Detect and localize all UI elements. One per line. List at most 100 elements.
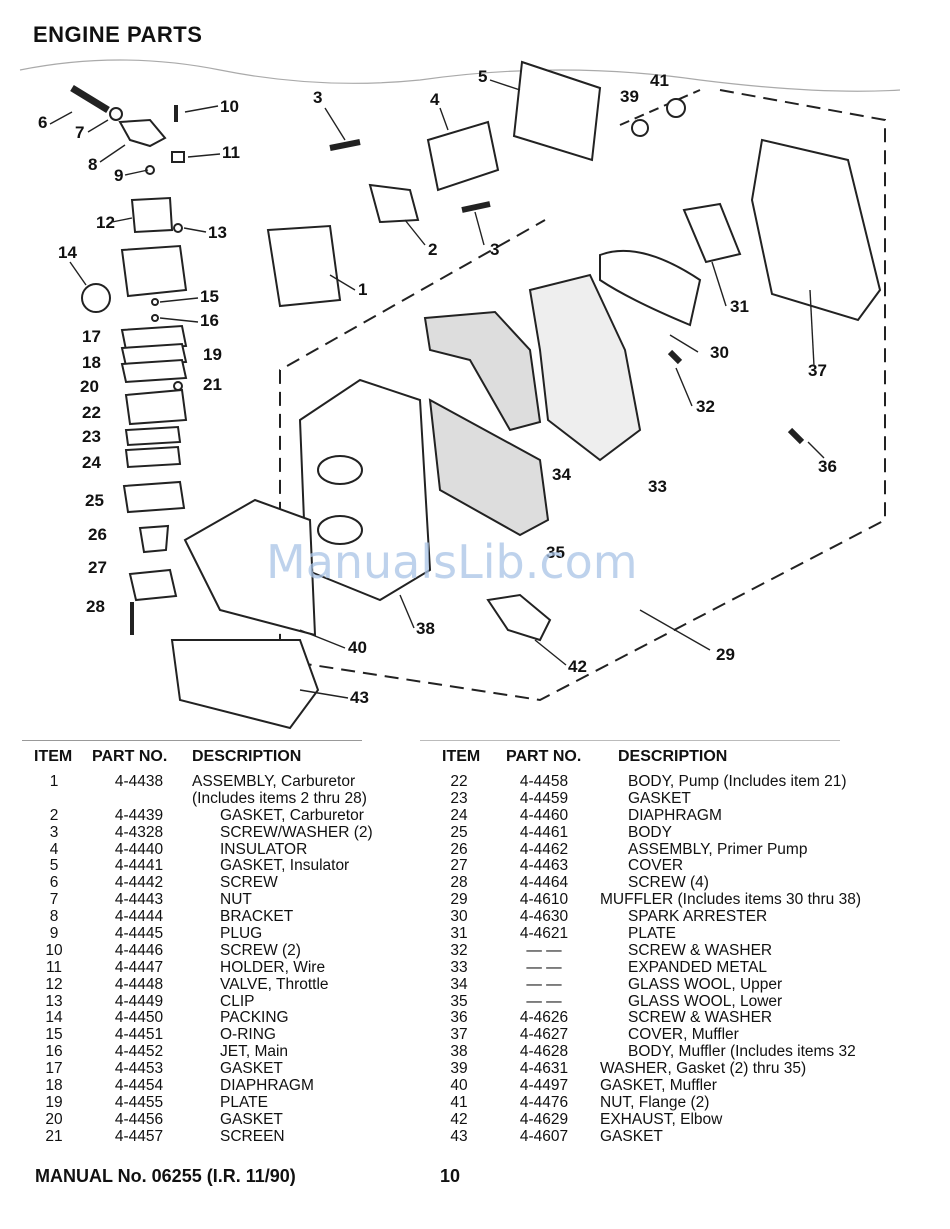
part-number-cell: 4-4476 — [519, 1093, 569, 1111]
part-number-cell: 4-4610 — [519, 891, 569, 909]
svg-text:11: 11 — [222, 143, 240, 162]
svg-text:20: 20 — [80, 377, 99, 396]
diagram-svg: 1 2 3 3 4 5 6 7 8 9 10 11 12 13 14 15 16… — [19, 59, 901, 730]
description-cell: GASKET, Insulator — [220, 857, 350, 875]
part-number-cell: 4-4461 — [519, 823, 569, 841]
description-cell: O-RING — [220, 1026, 276, 1044]
item-cell — [22, 791, 86, 808]
description-cell: SCREW (2) — [220, 941, 301, 959]
svg-text:33: 33 — [648, 477, 667, 496]
item-cell: 20 — [45, 1110, 63, 1128]
svg-text:34: 34 — [552, 465, 571, 484]
svg-text:1: 1 — [358, 280, 367, 299]
description-cell: SCREEN — [220, 1127, 285, 1145]
part-26-primer — [138, 524, 170, 554]
part-number-cell: 4-4445 — [114, 925, 164, 943]
svg-text:36: 36 — [818, 457, 837, 476]
part-35-glass-wool-lower — [428, 398, 550, 537]
svg-text:24: 24 — [82, 453, 101, 472]
item-cell: 21 — [45, 1127, 63, 1145]
part-number-cell: 4-4497 — [519, 1077, 569, 1095]
svg-text:19: 19 — [203, 345, 222, 364]
item-cell: 12 — [45, 975, 63, 993]
part-number-cell: 4-4629 — [519, 1110, 569, 1128]
part-number-cell: 4-4463 — [519, 857, 569, 875]
svg-text:32: 32 — [696, 397, 715, 416]
part-6-screw — [70, 85, 110, 113]
item-cell: 18 — [45, 1077, 63, 1095]
table-row: 42 4-4629 EXHAUST, Elbow — [430, 1110, 950, 1129]
item-cell: 40 — [450, 1077, 468, 1095]
item-cell: 36 — [450, 1009, 468, 1027]
part-39-washer — [631, 119, 649, 137]
part-3-screw — [329, 139, 361, 151]
description-cell: ASSEMBLY, Primer Pump — [628, 840, 808, 858]
svg-text:3: 3 — [313, 88, 322, 107]
description-cell: SCREW & WASHER — [628, 1009, 773, 1027]
part-1-carb-assembly — [266, 224, 342, 308]
item-cell: 13 — [45, 992, 63, 1010]
svg-text:28: 28 — [86, 597, 105, 616]
table-row: 33— —EXPANDED METAL — [430, 958, 950, 977]
col-desc-header: DESCRIPTION — [192, 748, 302, 765]
description-cell: EXHAUST, Elbow — [600, 1110, 723, 1128]
description-cell: DIAPHRAGM — [220, 1077, 314, 1095]
svg-text:27: 27 — [88, 558, 107, 577]
part-number-cell: 4-4462 — [519, 840, 569, 858]
item-cell: 42 — [450, 1110, 468, 1128]
part-23-gasket — [124, 425, 182, 447]
part-30-spark-arrester — [599, 249, 702, 327]
item-cell: 25 — [450, 823, 468, 841]
part-number-cell: 4-4454 — [114, 1077, 164, 1095]
page-title: ENGINE PARTS — [33, 22, 203, 47]
item-cell: 1 — [49, 773, 59, 790]
description-cell: SCREW (4) — [628, 874, 709, 892]
part-25-body — [122, 480, 186, 514]
table-row: 35— —GLASS WOOL, Lower — [430, 993, 950, 1011]
svg-text:13: 13 — [208, 223, 227, 242]
svg-text:21: 21 — [203, 375, 222, 394]
item-cell: 6 — [49, 874, 59, 892]
table-header: ITEM PART NO. DESCRIPTION — [430, 748, 950, 774]
svg-text:8: 8 — [88, 155, 97, 174]
description-cell: NUT — [220, 891, 252, 909]
description-cell: SCREW & WASHER — [628, 941, 773, 959]
description-cell: BODY — [628, 823, 672, 841]
part-number-cell: 4-4447 — [114, 958, 164, 976]
svg-text:43: 43 — [350, 688, 369, 707]
item-cell: 11 — [45, 958, 63, 976]
svg-text:10: 10 — [220, 97, 239, 116]
part-31-plate — [682, 202, 742, 264]
part-number-cell: 4-4328 — [114, 823, 164, 841]
description-cell: GASKET — [220, 1060, 283, 1078]
part-number-cell: 4-4442 — [114, 874, 164, 892]
description-cell: HOLDER, Wire — [220, 958, 326, 976]
svg-text:15: 15 — [200, 287, 219, 306]
part-36-screw — [787, 427, 805, 445]
part-number-cell: 4-4458 — [519, 773, 569, 790]
table-row: 11 4-4447 HOLDER, Wire — [22, 958, 550, 977]
svg-text:29: 29 — [716, 645, 735, 664]
part-number-cell: — — — [526, 958, 562, 976]
svg-text:31: 31 — [730, 297, 749, 316]
item-cell: 15 — [45, 1026, 63, 1044]
part-number-cell: 4-4464 — [519, 874, 569, 892]
svg-text:37: 37 — [808, 361, 827, 380]
item-cell: 19 — [45, 1093, 63, 1111]
svg-text:14: 14 — [58, 243, 77, 262]
part-4-insulator — [426, 120, 500, 192]
table-header: ITEM PART NO. DESCRIPTION — [22, 748, 550, 774]
table-row: 32— —SCREW & WASHER — [430, 941, 950, 960]
item-cell: 24 — [450, 806, 468, 824]
